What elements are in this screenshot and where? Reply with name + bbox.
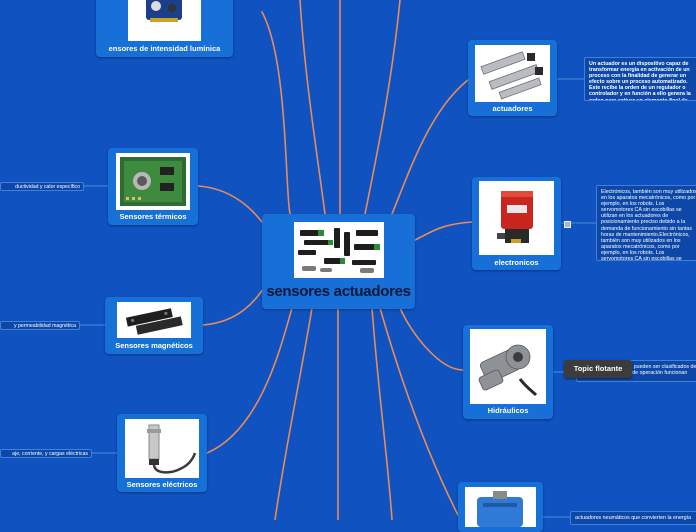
topic-label: Sensores térmicos [119, 212, 187, 221]
topic-electronicos[interactable]: electronicos [472, 177, 561, 270]
connector-trunk-top-left [299, 0, 326, 215]
note-text: y permeabilidad magnética [14, 323, 76, 329]
note-neumaticos: actuadores neumáticos que convierten la … [570, 511, 696, 525]
topic-sensores-termicos[interactable]: Sensores térmicos [108, 148, 198, 225]
topic-actuadores[interactable]: actuadores [468, 40, 557, 116]
mind-map-canvas [80, 0, 596, 520]
image-hydraulic-actuator [470, 329, 546, 404]
topic-hidraulicos[interactable]: Hidráulicos [463, 325, 553, 419]
attachment-icon[interactable] [564, 221, 571, 228]
connector-termicos [197, 185, 266, 227]
topic-sensores-electricos[interactable]: Sensores eléctricos [117, 414, 207, 492]
image-linear-actuators [475, 45, 550, 102]
image-magnetic-sensor [117, 302, 191, 338]
floating-topic[interactable]: Topic flotante [564, 360, 632, 378]
image-thermal-sensor-board [116, 153, 190, 210]
note-sensores-electricos: aje, corriente, y cargas eléctricas [0, 449, 92, 458]
connector-neumaticos [379, 307, 459, 516]
topic-sensores-intensidad-luminica[interactable]: ensores de intensidad lumínica [96, 0, 233, 57]
topic-sensores-magneticos[interactable]: Sensores magnéticos [105, 297, 203, 354]
topic-label: Sensores magnéticos [115, 341, 193, 350]
connector-trunk-top-right [364, 0, 401, 215]
note-electronicos: Electrónicos, también son muy utilizados… [596, 185, 696, 261]
note-text: de mayor antigüedad, pueden ser clasific… [581, 364, 696, 377]
topic-label: ensores de intensidad lumínica [108, 44, 221, 53]
connector-trunk-bottom-right [371, 307, 393, 520]
note-text: Un actuador es un dispositivo capaz de t… [589, 61, 691, 101]
connector-magneticos [202, 281, 269, 326]
note-sensores-magneticos: y permeabilidad magnética [0, 321, 80, 330]
connector-hidraulicos [399, 307, 464, 371]
image-pneumatic-actuator [465, 487, 536, 527]
image-electric-proximity-sensor [125, 419, 199, 478]
connector-electronicos [414, 221, 473, 241]
connector-electricos [206, 307, 293, 454]
image-electronic-actuator [479, 181, 554, 255]
note-sensores-termicos: ductividad y calor específico [0, 182, 84, 191]
topic-label: Sensores eléctricos [126, 480, 198, 489]
central-topic[interactable]: sensores actuadores [262, 214, 415, 309]
note-text: ductividad y calor específico [15, 184, 80, 190]
central-image-sensors-collection [294, 222, 384, 278]
connector-luminica [261, 11, 291, 215]
topic-label: electronicos [494, 258, 539, 267]
image-light-sensor [128, 0, 201, 41]
note-text: Electrónicos, también son muy utilizados… [601, 189, 696, 261]
note-text: aje, corriente, y cargas eléctricas [12, 451, 88, 457]
connector-trunk-bottom-left [274, 307, 313, 520]
topic-label: actuadores [492, 104, 533, 113]
topic-neumaticos[interactable] [458, 482, 543, 532]
central-topic-title: sensores actuadores [266, 283, 411, 300]
note-text: actuadores neumáticos que convierten la … [575, 515, 692, 521]
connector-actuadores [391, 79, 469, 215]
topic-label: Hidráulicos [487, 406, 529, 415]
note-actuadores: Un actuador es un dispositivo capaz de t… [584, 57, 696, 101]
